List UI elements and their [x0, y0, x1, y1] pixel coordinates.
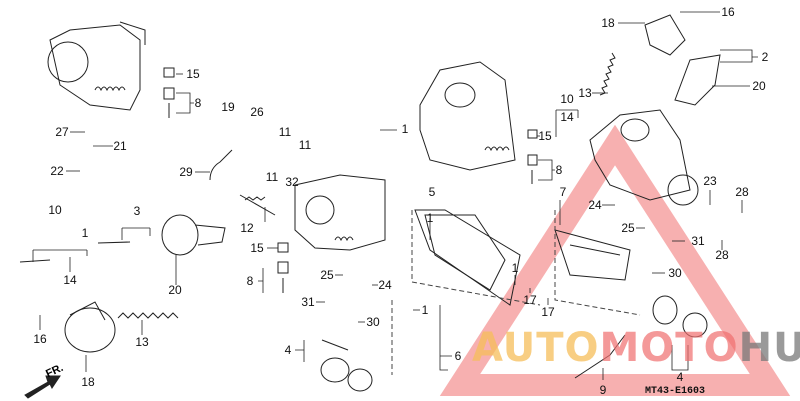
callout-17: 17	[541, 305, 555, 319]
callout-3: 3	[133, 204, 141, 218]
callout-23: 23	[703, 174, 717, 188]
callout-1: 1	[421, 303, 429, 317]
callout-28: 28	[715, 248, 729, 262]
vacuum-piston-20-right	[674, 54, 721, 106]
callout-12: 12	[240, 221, 254, 235]
callout-25: 25	[621, 221, 635, 235]
cable-9	[574, 334, 626, 379]
carburetor-body-upper-middle	[419, 61, 516, 171]
callout-1: 1	[81, 226, 89, 240]
callout-5: 5	[428, 185, 436, 199]
callout-8: 8	[555, 163, 563, 177]
watermark-hub: HUB	[738, 325, 800, 371]
callout-11: 11	[298, 138, 312, 152]
callout-4: 4	[676, 370, 684, 384]
callout-17: 17	[523, 293, 537, 307]
callout-32: 32	[285, 175, 299, 189]
callout-4: 4	[284, 343, 292, 357]
callout-25: 25	[320, 268, 334, 282]
callout-24: 24	[588, 198, 602, 212]
group-boxes	[391, 210, 641, 375]
callout-19: 19	[221, 100, 235, 114]
vacuum-piston-20-left	[161, 214, 226, 256]
watermark-triangle	[439, 124, 791, 396]
front-arrow-icon	[24, 375, 61, 399]
callout-28: 28	[735, 185, 749, 199]
top-cover-18-left	[64, 301, 116, 353]
callout-16: 16	[721, 5, 735, 19]
callout-31: 31	[691, 234, 705, 248]
callout-9: 9	[599, 383, 607, 397]
top-cover-18-right	[644, 14, 686, 56]
float-4-right	[652, 295, 708, 338]
callout-21: 21	[113, 139, 127, 153]
callout-14: 14	[63, 273, 77, 287]
callout-20: 20	[168, 283, 182, 297]
callout-8: 8	[246, 274, 254, 288]
callout-31: 31	[301, 295, 315, 309]
pilot-screw-12	[239, 194, 276, 216]
callout-15: 15	[186, 67, 200, 81]
needle-10-left	[19, 241, 131, 263]
callout-24: 24	[378, 278, 392, 292]
callout-10: 10	[560, 92, 574, 106]
tube-29	[209, 149, 233, 181]
callout-1: 1	[426, 211, 434, 225]
callout-1: 1	[511, 261, 519, 275]
callout-20: 20	[752, 79, 766, 93]
callout-26: 26	[250, 105, 264, 119]
carburetor-body-center	[294, 174, 386, 251]
callout-11: 11	[265, 170, 279, 184]
callout-7: 7	[559, 185, 567, 199]
diagram-code: MT43-E1603	[645, 386, 706, 397]
callout-8: 8	[194, 96, 202, 110]
carburetor-assembly-top-left	[47, 21, 146, 111]
callout-18: 18	[81, 375, 95, 389]
callout-30: 30	[366, 315, 380, 329]
float-chamber-group-7	[554, 229, 631, 281]
callout-10: 10	[48, 203, 62, 217]
callout-2: 2	[761, 50, 769, 64]
callout-13: 13	[578, 86, 592, 100]
callout-18: 18	[601, 16, 615, 30]
callout-15: 15	[538, 129, 552, 143]
callout-15: 15	[250, 241, 264, 255]
callout-1: 1	[401, 122, 409, 136]
float-4-left	[320, 339, 373, 392]
callout-13: 13	[135, 335, 149, 349]
callout-22: 22	[50, 164, 64, 178]
springs	[117, 52, 616, 319]
carburetor-body-right	[589, 109, 699, 206]
callout-14: 14	[560, 110, 574, 124]
callout-6: 6	[454, 349, 462, 363]
watermark-logo: AUTOMOTOHUB	[472, 328, 800, 368]
watermark-auto: AUTO	[472, 325, 600, 371]
callout-27: 27	[55, 125, 69, 139]
leader-lines	[32, 11, 758, 380]
callout-11: 11	[278, 125, 292, 139]
callout-30: 30	[668, 266, 682, 280]
callout-16: 16	[33, 332, 47, 346]
callout-29: 29	[179, 165, 193, 179]
watermark-moto: MOTO	[599, 325, 739, 371]
